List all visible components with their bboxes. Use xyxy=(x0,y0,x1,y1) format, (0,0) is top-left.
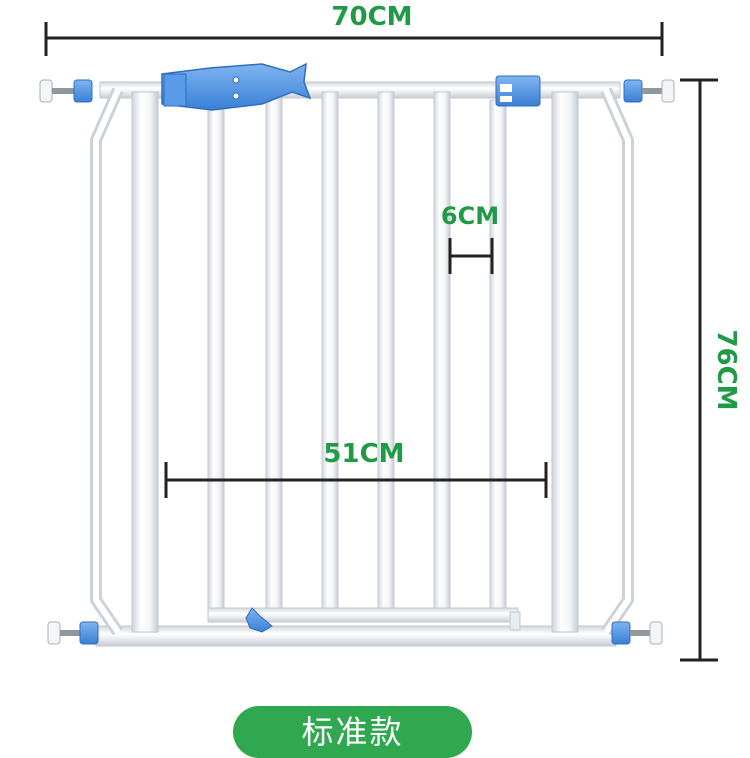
top-hinge xyxy=(495,75,541,107)
bar-gap-dimension xyxy=(448,238,494,274)
pressure-mount-top-right xyxy=(623,79,675,103)
model-badge: 标准款 xyxy=(233,706,472,758)
bottom-latch xyxy=(245,607,273,633)
bar-gap-label: 6CM xyxy=(441,202,499,230)
width-dimension xyxy=(44,22,664,56)
fish-latch xyxy=(161,62,312,111)
gate-door xyxy=(207,91,521,631)
gate-frame xyxy=(90,81,634,647)
pressure-mount-bottom-left xyxy=(47,621,99,645)
pressure-mount-top-left xyxy=(39,79,93,103)
height-dimension xyxy=(680,78,718,662)
height-label: 76CM xyxy=(711,329,741,410)
opening-label: 51CM xyxy=(323,439,404,469)
width-label: 70CM xyxy=(331,2,412,32)
opening-dimension xyxy=(164,462,548,498)
pressure-mount-bottom-right xyxy=(611,621,663,645)
